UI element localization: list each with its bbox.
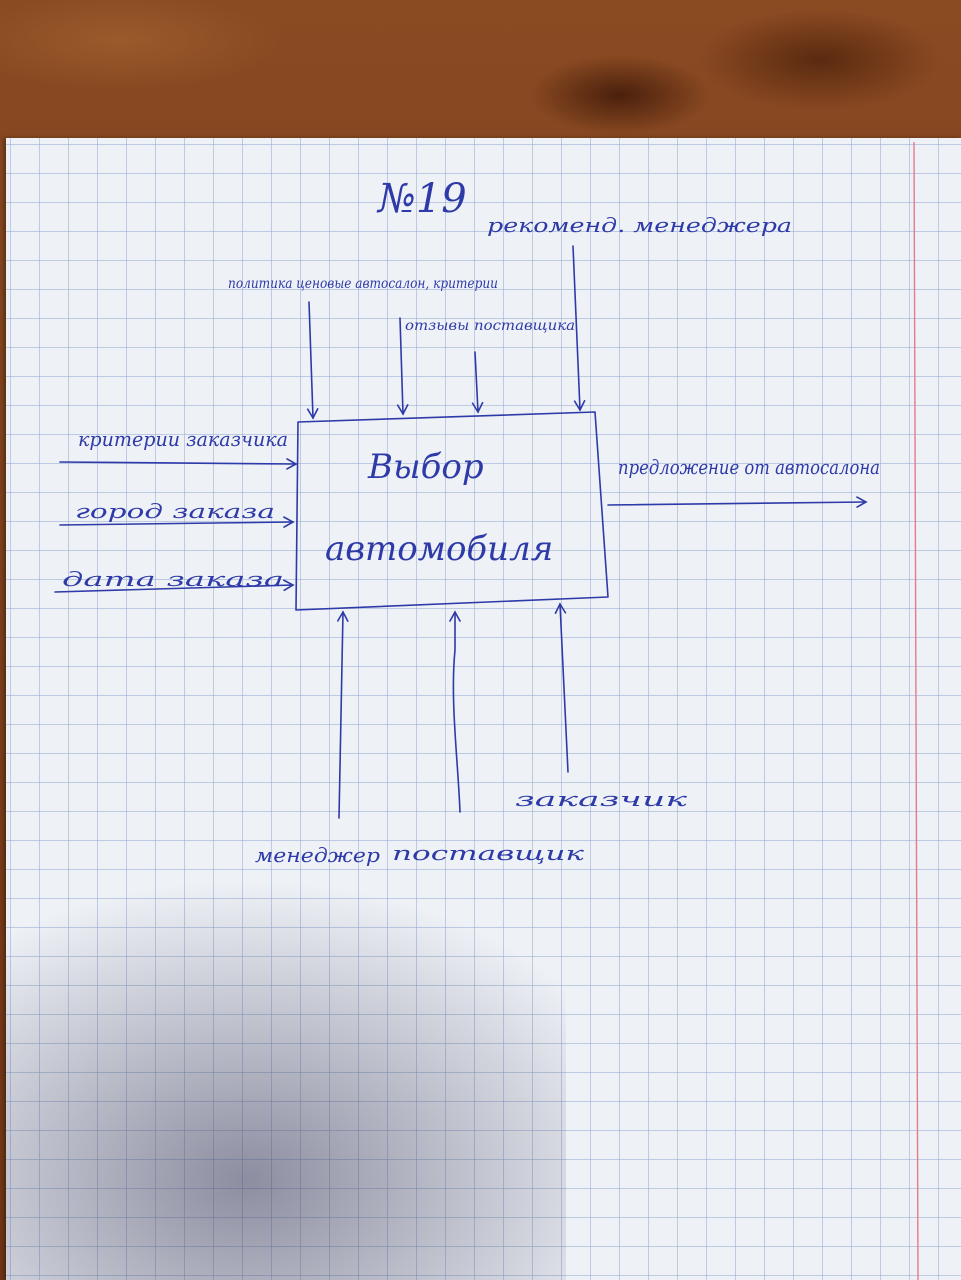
control-arrow-2 (396, 317, 409, 416)
input-arrow-1 (59, 458, 298, 470)
process-box (295, 411, 609, 611)
page-title: №19 (376, 176, 467, 222)
control-label-recommend: рекоменд. менеджера (487, 213, 792, 237)
mechanism-arrow-3 (554, 602, 569, 773)
control-label-reviews: отзывы поставщика (405, 318, 575, 334)
input-label-criteria: критерии заказчика (78, 427, 288, 451)
output-label: предложение от автосалона (618, 455, 880, 479)
mechanism-arrow-2 (449, 610, 461, 813)
graph-paper-sheet (6, 138, 961, 1280)
control-arrow-4 (572, 245, 586, 412)
mechanism-arrow-1 (337, 610, 349, 819)
control-label-policy: политика ценовые автосалон, критерии (228, 276, 498, 292)
mechanism-label-supplier: поставщик (392, 841, 584, 865)
process-label-line1: Выбор (367, 447, 484, 487)
input-arrow-2 (59, 516, 295, 528)
output-arrow (607, 496, 868, 508)
input-arrow-3 (54, 579, 295, 593)
input-label-city: город заказа (75, 499, 275, 523)
input-label-date: дата заказа (62, 567, 284, 591)
mechanism-label-manager: менеджер (255, 843, 380, 867)
paper-shadow (6, 880, 566, 1280)
control-arrow-1 (306, 301, 319, 420)
process-label-line2: автомобиля (325, 529, 553, 569)
margin-line (913, 141, 919, 1280)
mechanism-label-customer: заказчик (515, 787, 687, 811)
control-arrow-3 (471, 351, 484, 414)
